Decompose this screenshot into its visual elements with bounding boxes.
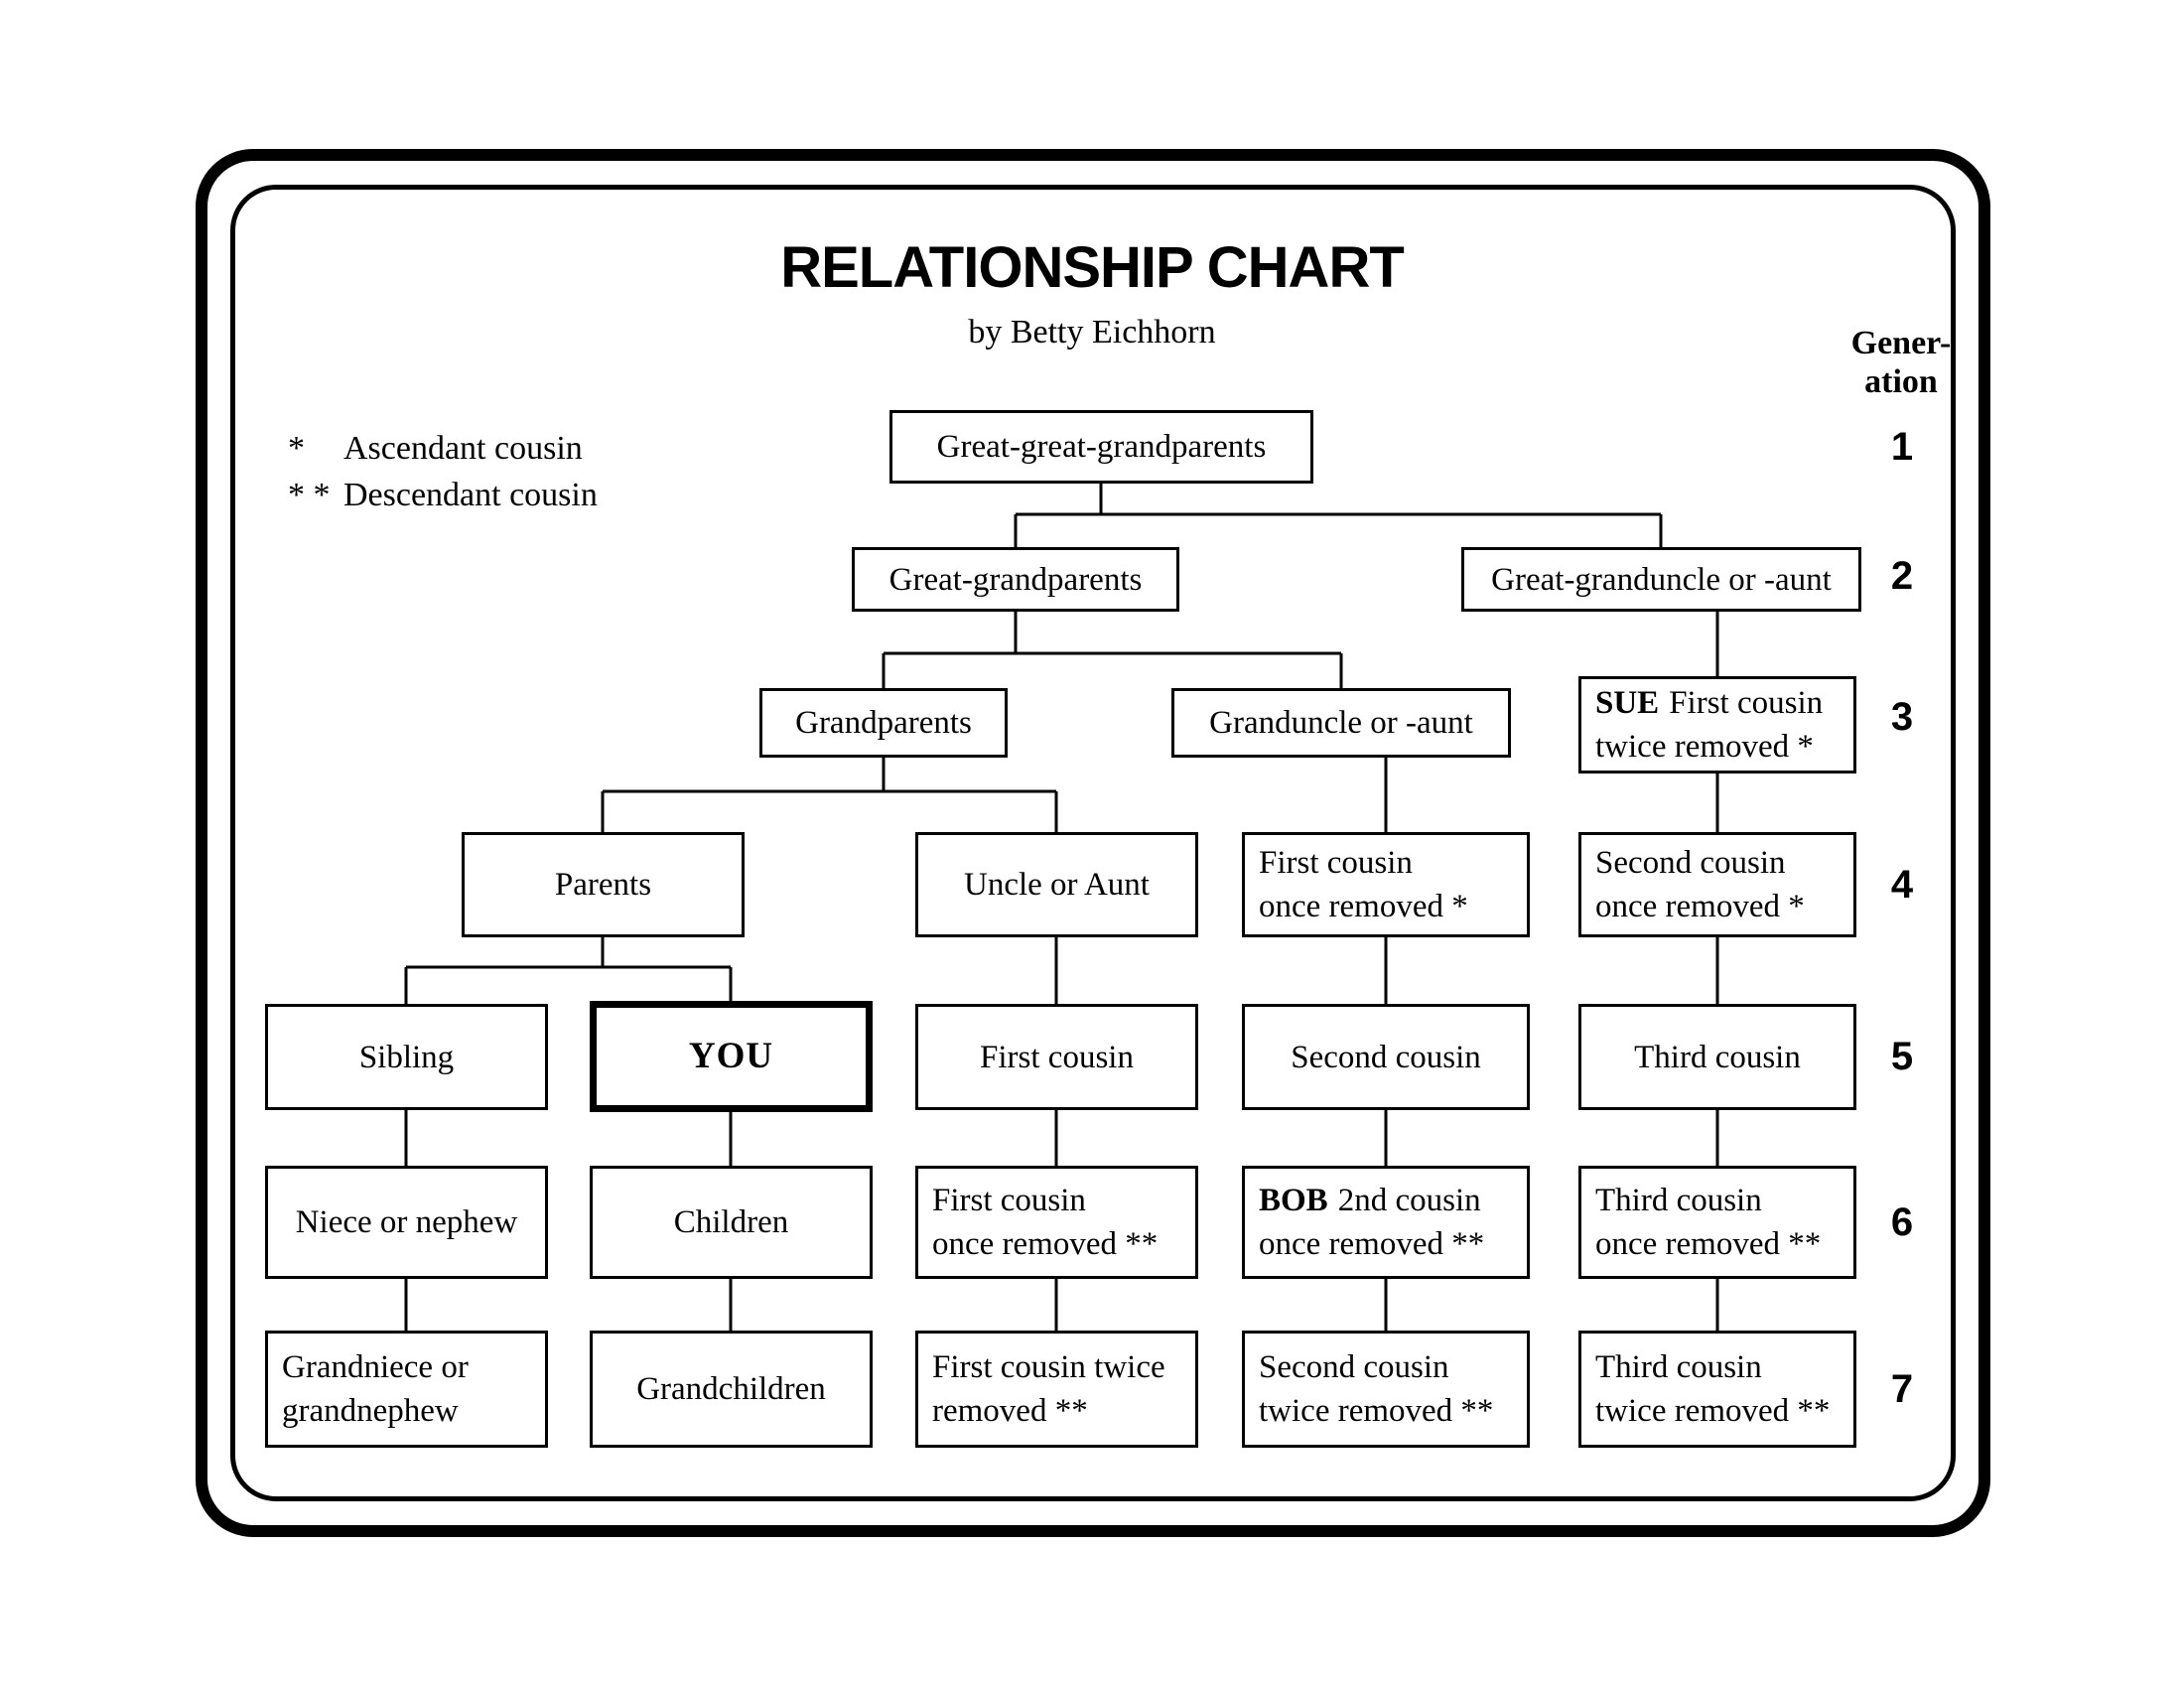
generation-number-4: 4 <box>1890 863 1914 907</box>
node-you: YOU <box>590 1001 873 1112</box>
node-third-cousin-twice-removed-desc: Third cousin twice removed ** <box>1578 1331 1856 1448</box>
node-uncle-or-aunt: Uncle or Aunt <box>915 832 1198 937</box>
node-niece-or-nephew: Niece or nephew <box>265 1166 548 1279</box>
page-title: RELATIONSHIP CHART <box>780 235 1405 300</box>
node-second-cousin: Second cousin <box>1242 1004 1530 1110</box>
node-great-grandparents: Great-grandparents <box>852 547 1179 612</box>
node-sibling: Sibling <box>265 1004 548 1110</box>
node-children: Children <box>590 1166 873 1279</box>
node-third-cousin-once-removed-desc: Third cousin once removed ** <box>1578 1166 1856 1279</box>
legend: * Ascendant cousin * * Descendant cousin <box>288 425 598 518</box>
node-first-cousin: First cousin <box>915 1004 1198 1110</box>
node-second-cousin-twice-removed-desc: Second cousin twice removed ** <box>1242 1331 1530 1448</box>
node-first-cousin-once-removed-desc: First cousin once removed ** <box>915 1166 1198 1279</box>
asterisk-symbol: * <box>288 430 305 467</box>
generation-number-7: 7 <box>1890 1367 1914 1411</box>
generation-number-5: 5 <box>1890 1035 1914 1078</box>
legend-ascendant: * Ascendant cousin <box>288 425 598 472</box>
legend-descendant-label: Descendant cousin <box>343 477 598 513</box>
node-great-granduncle-or-aunt: Great-granduncle or -aunt <box>1461 547 1861 612</box>
outer-border <box>196 149 1990 1537</box>
node-second-cousin-once-removed-asc: Second cousin once removed * <box>1578 832 1856 937</box>
node-third-cousin: Third cousin <box>1578 1004 1856 1110</box>
node-parents: Parents <box>462 832 745 937</box>
node-grandparents: Grandparents <box>759 688 1008 758</box>
generation-number-6: 6 <box>1890 1200 1914 1244</box>
inner-border <box>230 185 1956 1501</box>
generation-number-1: 1 <box>1890 425 1914 469</box>
legend-descendant: * * Descendant cousin <box>288 472 598 518</box>
node-grandniece-or-grandnephew: Grandniece or grandnephew <box>265 1331 548 1448</box>
generation-number-2: 2 <box>1890 554 1914 598</box>
node-great-great-grandparents: Great-great-grandparents <box>889 410 1313 484</box>
node-granduncle-or-aunt: Granduncle or -aunt <box>1171 688 1511 758</box>
legend-ascendant-label: Ascendant cousin <box>343 430 583 467</box>
byline: by Betty Eichhorn <box>968 314 1216 351</box>
double-asterisk-symbol: * * <box>288 477 331 513</box>
node-grandchildren: Grandchildren <box>590 1331 873 1448</box>
node-first-cousin-twice-removed-desc: First cousin twice removed ** <box>915 1331 1198 1448</box>
generation-number-3: 3 <box>1890 695 1914 739</box>
node-first-cousin-once-removed-asc: First cousin once removed * <box>1242 832 1530 937</box>
generation-column-header: Gener- ation <box>1850 325 1952 400</box>
